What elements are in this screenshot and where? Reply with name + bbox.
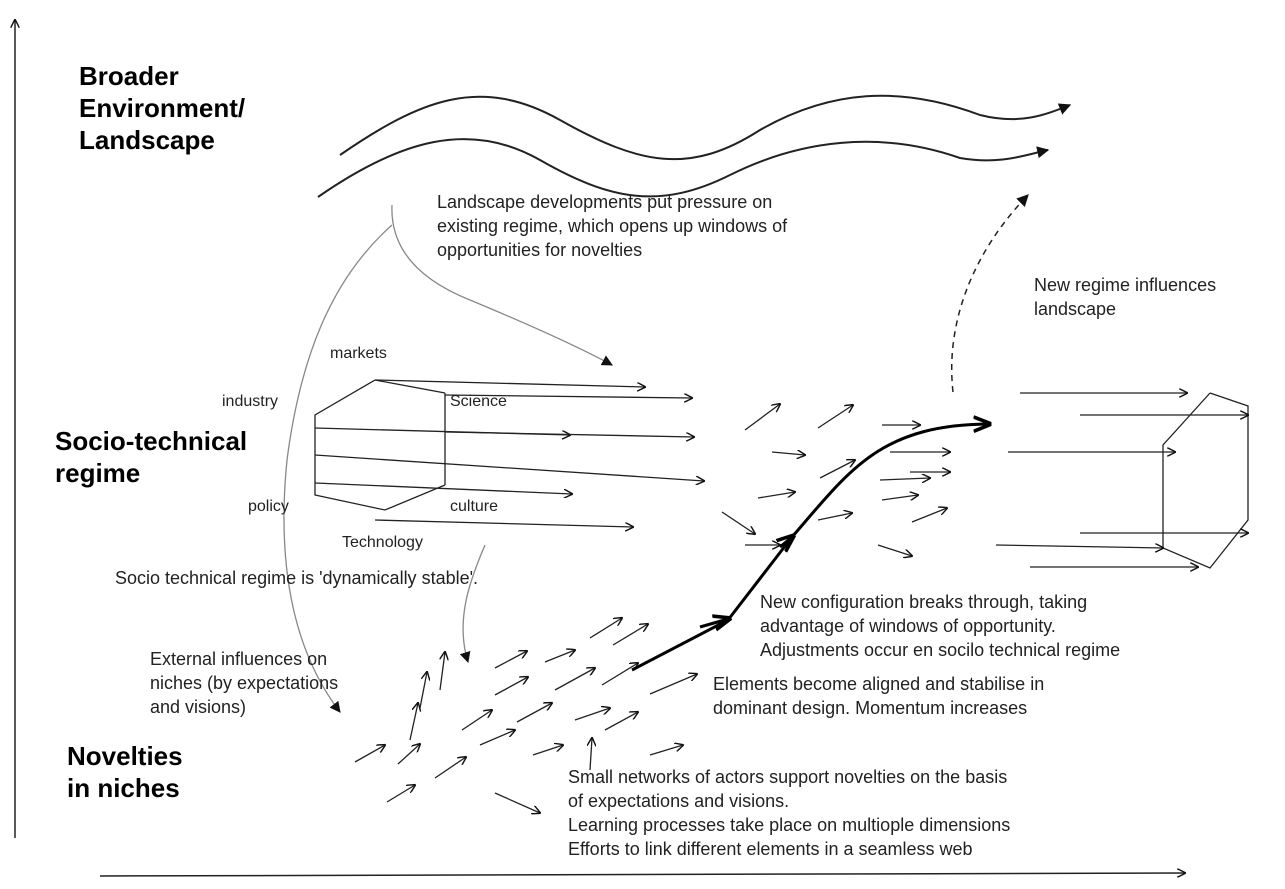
regime-level-title: Socio-technical regime [55,426,248,488]
technology-down-curve [459,544,486,664]
new-regime-influence-dashed [951,194,1029,393]
label-culture: culture [450,498,499,515]
note-breakthrough: New configuration breaks through, taking… [760,592,1121,660]
landscape-pressure-curve [391,204,613,366]
label-technology: Technology [342,534,423,551]
landscape-wave-upper [339,94,1072,161]
transition-small-arrows [721,404,950,556]
note-new-regime: New regime influences landscape [1034,275,1217,319]
landscape-level-title: Broader Environment/ Landscape [79,61,246,155]
regime-hexagon [314,379,446,511]
external-influence-curve [283,224,393,713]
note-aligned: Elements become aligned and stabilise in… [713,674,1045,718]
label-science: Science [450,393,507,410]
note-landscape-pressure: Landscape developments put pressure on e… [437,192,788,260]
landscape-wave-lower [317,138,1050,198]
regime-arrows [314,379,704,527]
note-dynamically-stable: Socio technical regime is 'dynamically s… [115,568,479,588]
label-markets: markets [330,345,387,362]
label-industry: industry [222,393,279,410]
note-small-networks: Small networks of actors support novelti… [568,767,1011,859]
x-axis [99,873,1185,876]
niches-level-title: Novelties in niches [67,741,183,803]
niche-small-arrows [354,618,697,813]
new-regime-arrows [995,393,1248,567]
note-external-influences: External influences on niches (by expect… [150,649,339,717]
new-regime-hexagon [1162,392,1249,569]
trajectory-arrowhead-2 [780,537,792,547]
label-policy: policy [248,498,289,515]
trajectory-arrowhead-1 [699,619,728,627]
